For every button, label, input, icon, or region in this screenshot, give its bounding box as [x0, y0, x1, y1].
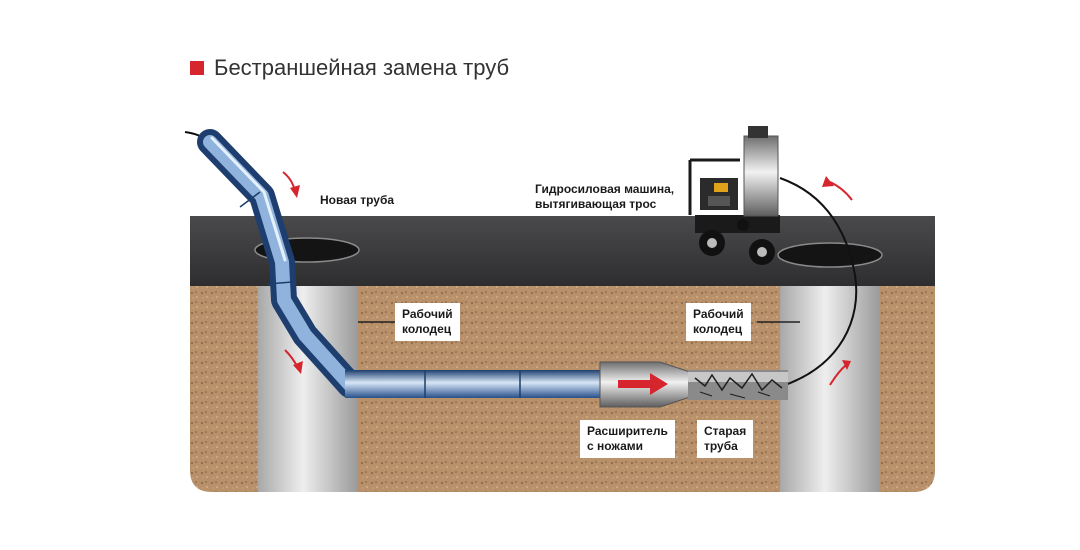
diagram-title: Бестраншейная замена труб [190, 55, 509, 81]
label-machine-line1: Гидросиловая машина, [535, 182, 675, 196]
arrow-right-well-icon [829, 364, 847, 386]
label-expander: Расширитель с ножами [580, 420, 675, 458]
label-expander-line2: с ножами [587, 439, 644, 453]
direction-arrow-icon [618, 373, 668, 395]
label-machine-line2: вытягивающая трос [535, 197, 657, 211]
title-marker-icon [190, 61, 204, 75]
hydraulic-machine [688, 126, 780, 265]
arrow-right-well-head-icon [842, 360, 851, 370]
label-expander-line1: Расширитель [587, 424, 668, 438]
label-left-well-line1: Рабочий [402, 307, 453, 321]
new-pipe [197, 129, 605, 398]
label-old-pipe-line2: труба [704, 439, 738, 453]
label-right-well-line2: колодец [693, 322, 743, 336]
label-left-well: Рабочий колодец [395, 303, 460, 341]
expander-head [599, 361, 691, 408]
arrow-cable-top-icon [829, 181, 853, 201]
label-left-well-line2: колодец [402, 322, 452, 336]
label-machine: Гидросиловая машина, вытягивающая трос [535, 182, 674, 212]
label-old-pipe-line1: Старая [704, 424, 747, 438]
arrow-cable-top-head-icon [822, 176, 834, 187]
arrow-new-pipe-head-icon [290, 185, 300, 198]
label-right-well: Рабочий колодец [686, 303, 751, 341]
right-manhole-opening [777, 242, 883, 268]
arrow-left-well-head-icon [293, 361, 303, 374]
right-well-shaft [780, 286, 880, 492]
label-old-pipe: Старая труба [697, 420, 754, 458]
title-text: Бестраншейная замена труб [214, 55, 510, 80]
label-right-well-line1: Рабочий [693, 307, 744, 321]
pulling-cable [779, 177, 858, 386]
old-pipe [688, 370, 788, 400]
label-new-pipe: Новая труба [320, 193, 395, 207]
